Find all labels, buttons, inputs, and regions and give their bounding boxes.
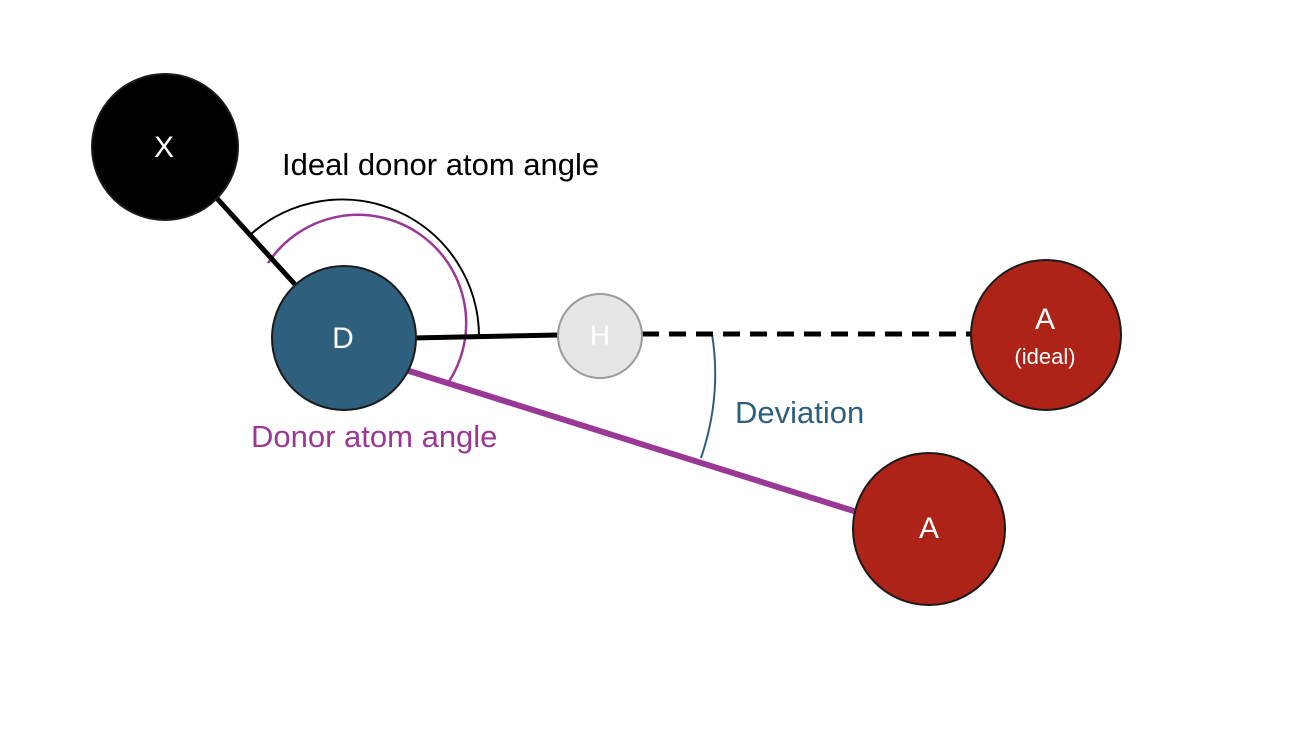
- atom-h: [557, 293, 643, 379]
- atom-a-ideal: [970, 259, 1122, 411]
- atom-d-label: D: [332, 322, 354, 355]
- d-a-line: [405, 367, 858, 515]
- atom-x-label: X: [154, 131, 174, 164]
- deviation-label: Deviation: [735, 395, 864, 430]
- atom-h-label: H: [590, 319, 610, 350]
- atom-a-ideal-label: A: [1035, 303, 1055, 336]
- atom-d: [271, 265, 417, 411]
- ideal-donor-angle-arc: [249, 198, 481, 338]
- x-d-bond: [211, 192, 302, 292]
- atom-a-ideal-sublabel: (ideal): [1014, 344, 1075, 369]
- atom-a: [852, 452, 1006, 606]
- atom-a-label: A: [919, 512, 939, 545]
- deviation-arc: [700, 333, 717, 459]
- donor-angle-label: Donor atom angle: [251, 419, 497, 454]
- atom-x: [91, 73, 239, 221]
- ideal-donor-angle-label: Ideal donor atom angle: [282, 147, 599, 182]
- d-h-bond: [411, 332, 560, 341]
